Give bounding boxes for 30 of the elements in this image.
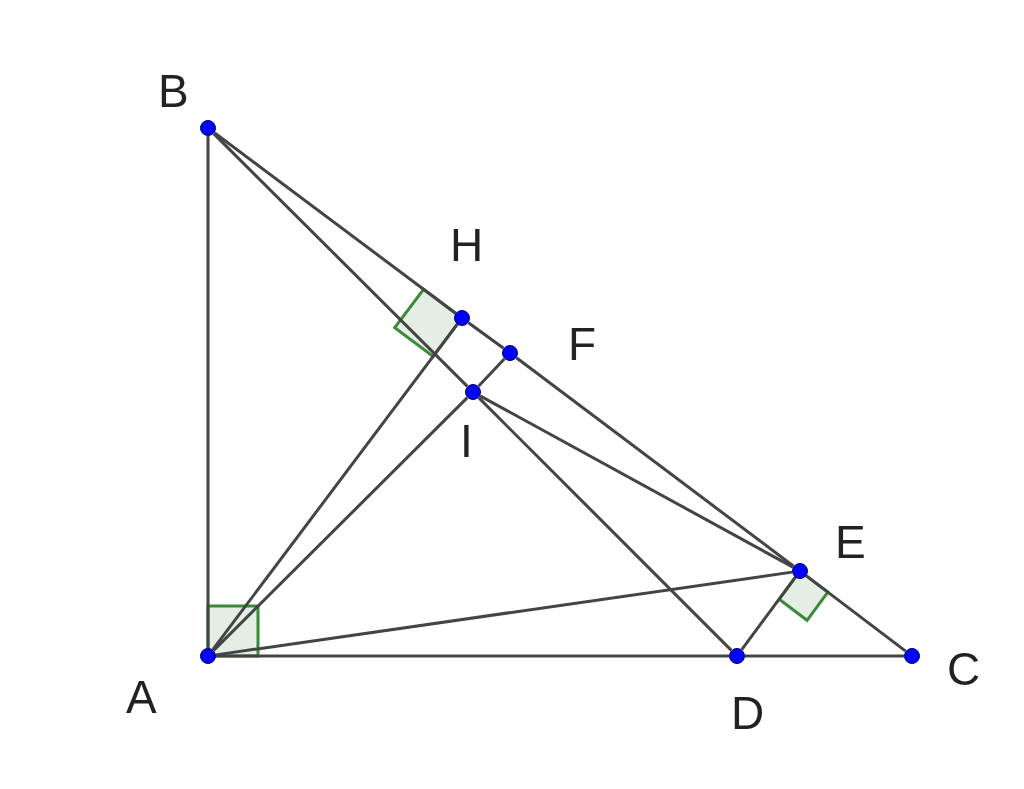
point-label: F [568, 321, 597, 367]
point-marker [502, 345, 518, 361]
line-segment [216, 654, 729, 658]
line-segment [745, 654, 904, 658]
line-segment [212, 396, 469, 652]
point-label: E [835, 519, 866, 565]
line-segment [740, 576, 797, 651]
line-segment [515, 356, 795, 568]
line-segment [211, 323, 459, 651]
line-segment [215, 570, 793, 657]
line-segment [467, 321, 505, 350]
point-label: C [947, 646, 981, 692]
point-marker [729, 648, 745, 664]
line-segment [477, 396, 733, 652]
point-marker [792, 563, 808, 579]
point-marker [454, 310, 470, 326]
line-segment [477, 357, 506, 388]
point-marker [904, 648, 920, 664]
line-segment [206, 136, 210, 648]
point-marker [200, 648, 216, 664]
point-label: D [731, 690, 765, 736]
line-segment [213, 131, 457, 315]
point-label: A [126, 674, 157, 720]
point-label: B [158, 68, 189, 114]
line-segment [805, 574, 907, 653]
point-label: I [460, 418, 473, 464]
line-segment [479, 394, 794, 569]
point-label: H [450, 222, 484, 268]
line-segment [212, 132, 469, 388]
point-marker [200, 120, 216, 136]
